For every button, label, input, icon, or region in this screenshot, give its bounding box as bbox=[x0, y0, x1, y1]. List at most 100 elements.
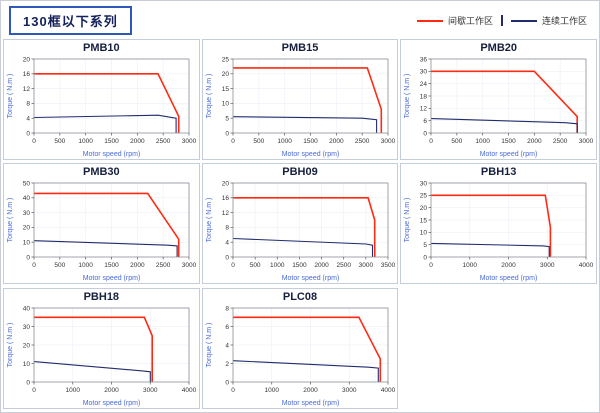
x-tick-label: 0 bbox=[231, 262, 235, 269]
y-tick-label: 5 bbox=[424, 242, 428, 249]
y-axis-label: Torque ( N.m ) bbox=[206, 74, 213, 119]
y-tick-label: 5 bbox=[225, 116, 229, 123]
chart-title: PBH09 bbox=[282, 166, 318, 179]
series-line bbox=[33, 114, 177, 133]
x-tick-label: 2000 bbox=[527, 138, 542, 145]
x-tick-label: 500 bbox=[253, 138, 264, 145]
x-tick-label: 1000 bbox=[66, 387, 81, 394]
x-tick-label: 2000 bbox=[104, 387, 119, 394]
x-tick-label: 1000 bbox=[78, 262, 93, 269]
x-tick-label: 1000 bbox=[264, 387, 279, 394]
x-tick-label: 500 bbox=[54, 138, 65, 145]
y-tick-label: 8 bbox=[26, 101, 30, 108]
x-tick-label: 2500 bbox=[156, 138, 171, 145]
x-tick-label: 1500 bbox=[104, 262, 119, 269]
y-tick-label: 20 bbox=[23, 342, 31, 349]
y-tick-label: 0 bbox=[225, 379, 229, 386]
series-line bbox=[232, 67, 382, 133]
series-line bbox=[33, 240, 178, 258]
legend-label: 连续工作区 bbox=[541, 16, 587, 26]
chart-title: PMB15 bbox=[281, 42, 319, 54]
x-tick-label: 0 bbox=[430, 262, 434, 269]
x-tick-label: 0 bbox=[231, 138, 235, 145]
y-tick-label: 40 bbox=[23, 305, 31, 312]
chart-title: PMB20 bbox=[480, 42, 517, 54]
series-line bbox=[232, 238, 373, 258]
x-tick-label: 500 bbox=[249, 262, 260, 269]
y-axis-label: Torque ( N.m ) bbox=[7, 322, 14, 367]
y-tick-label: 2 bbox=[225, 360, 229, 367]
y-tick-label: 0 bbox=[424, 255, 428, 262]
x-tick-label: 4000 bbox=[182, 387, 197, 394]
page-title-text: 130框以下系列 bbox=[23, 14, 118, 29]
series-line bbox=[431, 243, 551, 258]
x-tick-label: 500 bbox=[54, 262, 65, 269]
series-line bbox=[431, 194, 552, 258]
x-tick-label: 3500 bbox=[380, 262, 395, 269]
y-tick-label: 6 bbox=[225, 323, 229, 330]
y-axis-label: Torque ( N.m ) bbox=[404, 198, 411, 243]
legend-item: 间歇工作区 bbox=[416, 14, 493, 27]
x-tick-label: 0 bbox=[430, 138, 434, 145]
y-tick-label: 12 bbox=[221, 210, 229, 217]
x-tick-label: 2000 bbox=[130, 262, 145, 269]
x-axis-label: Motor speed (rpm) bbox=[83, 275, 141, 282]
x-tick-label: 1000 bbox=[78, 138, 93, 145]
y-tick-label: 4 bbox=[26, 116, 30, 123]
y-tick-label: 40 bbox=[23, 195, 31, 202]
y-tick-label: 12 bbox=[420, 106, 428, 113]
y-tick-label: 25 bbox=[221, 56, 229, 63]
series-line bbox=[34, 72, 180, 133]
x-tick-label: 1500 bbox=[104, 138, 119, 145]
legend-line-swatch bbox=[416, 19, 443, 22]
y-tick-label: 25 bbox=[420, 193, 428, 200]
y-tick-label: 0 bbox=[26, 130, 30, 137]
y-tick-label: 4 bbox=[225, 342, 229, 349]
x-tick-label: 1500 bbox=[303, 138, 318, 145]
y-tick-label: 10 bbox=[23, 360, 31, 367]
y-tick-label: 8 bbox=[225, 225, 229, 232]
y-tick-label: 0 bbox=[26, 255, 30, 262]
x-tick-label: 4000 bbox=[380, 387, 395, 394]
legend-label: 间歇工作区 bbox=[447, 16, 493, 26]
y-tick-label: 30 bbox=[420, 69, 428, 76]
legend-divider bbox=[500, 15, 503, 26]
x-axis-label: Motor speed (rpm) bbox=[281, 151, 339, 158]
series-line bbox=[33, 360, 151, 382]
x-tick-label: 1500 bbox=[292, 262, 307, 269]
chart-title: PMB30 bbox=[82, 166, 120, 179]
y-tick-label: 10 bbox=[23, 240, 31, 247]
series-line bbox=[232, 359, 379, 382]
x-tick-label: 2000 bbox=[502, 262, 517, 269]
x-axis-label: Motor speed (rpm) bbox=[83, 400, 141, 407]
x-tick-label: 3000 bbox=[380, 138, 395, 145]
y-tick-label: 0 bbox=[424, 130, 428, 137]
y-tick-label: 15 bbox=[420, 218, 428, 225]
y-tick-label: 4 bbox=[225, 240, 229, 247]
y-tick-label: 6 bbox=[424, 118, 428, 125]
legend: 间歇工作区 连续工作区 bbox=[416, 14, 587, 27]
x-tick-label: 3000 bbox=[143, 387, 158, 394]
legend-line-swatch bbox=[510, 19, 537, 22]
y-tick-label: 0 bbox=[225, 255, 229, 262]
x-tick-label: 2500 bbox=[553, 138, 568, 145]
x-tick-label: 2000 bbox=[314, 262, 329, 269]
x-tick-label: 2500 bbox=[336, 262, 351, 269]
y-axis-label: Torque ( N.m ) bbox=[7, 198, 14, 243]
y-tick-label: 10 bbox=[221, 101, 229, 108]
x-tick-label: 4000 bbox=[579, 262, 594, 269]
y-tick-label: 18 bbox=[420, 93, 428, 100]
series-line bbox=[431, 118, 579, 133]
page-title: 130框以下系列 bbox=[9, 6, 132, 35]
y-axis-label: Torque ( N.m ) bbox=[7, 74, 14, 119]
